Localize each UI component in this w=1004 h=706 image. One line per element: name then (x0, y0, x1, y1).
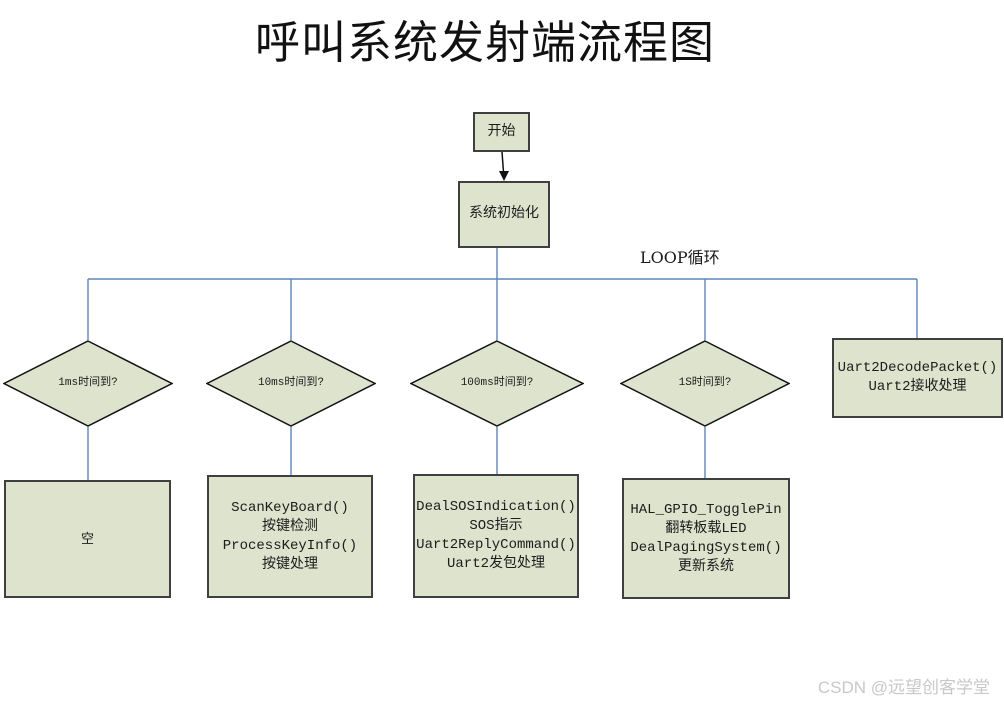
action-sos-node: DealSOSIndication() SOS指示 Uart2ReplyComm… (413, 474, 579, 598)
watermark: CSDN @远望创客学堂 (817, 678, 990, 697)
action-empty-node: 空 (4, 480, 171, 598)
decision-10ms-label: 10ms时间到? (257, 377, 324, 389)
diamond-shape (206, 340, 376, 427)
action-empty-label: 空 (80, 531, 94, 547)
page-title: 呼叫系统发射端流程图 (254, 16, 715, 69)
decision-1ms-label: 1ms时间到? (58, 377, 118, 389)
action-sos-label: DealSOSIndication() SOS指示 Uart2ReplyComm… (416, 499, 576, 572)
action-keyboard-label: ScanKeyBoard() 按键检测 ProcessKeyInfo() 按键处… (222, 499, 358, 573)
uart-decode-label: Uart2DecodePacket() Uart2接收处理 (837, 360, 998, 395)
decision-1s-label: 1S时间到? (678, 377, 732, 389)
diamond-shape (620, 340, 790, 427)
start-node-label: 开始 (487, 123, 516, 140)
system-init-label: 系统初始化 (469, 206, 539, 222)
action-gpio-label: HAL_GPIO_TogglePin 翻转板载LED DealPagingSys… (630, 501, 782, 575)
diamond-shape (410, 340, 584, 427)
action-gpio-node: HAL_GPIO_TogglePin 翻转板载LED DealPagingSys… (622, 478, 790, 599)
decision-1s: 1S时间到? (620, 340, 790, 427)
start-node: 开始 (473, 112, 530, 152)
decision-100ms: 100ms时间到? (410, 340, 584, 427)
diamond-shape (3, 340, 173, 427)
decision-10ms: 10ms时间到? (206, 340, 376, 427)
decision-1ms: 1ms时间到? (3, 340, 173, 427)
system-init-node: 系统初始化 (458, 181, 550, 248)
loop-label: LOOP循环 (640, 248, 720, 267)
decision-100ms-label: 100ms时间到? (460, 377, 534, 389)
action-keyboard-node: ScanKeyBoard() 按键检测 ProcessKeyInfo() 按键处… (207, 475, 373, 598)
uart-decode-node: Uart2DecodePacket() Uart2接收处理 (832, 338, 1003, 418)
